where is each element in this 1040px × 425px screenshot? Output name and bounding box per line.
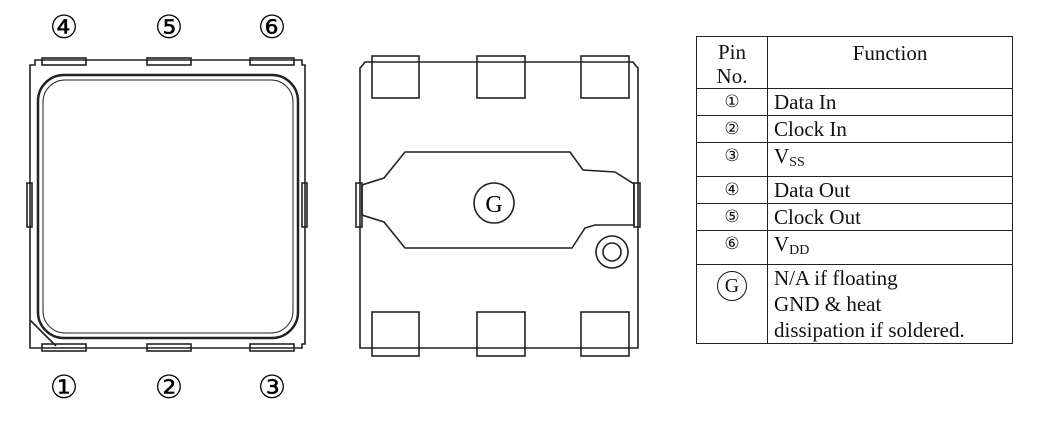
pad-top-4: [371, 55, 420, 99]
pin-cell: ①: [696, 88, 768, 116]
pad-bottom-3: [580, 311, 630, 357]
pin-label-5: ⑤: [155, 8, 184, 46]
ground-pad-label: G: [485, 192, 502, 218]
pin-label-3: ③: [258, 368, 287, 406]
pin-cell: ④: [696, 176, 768, 204]
top-pin-5: [146, 57, 192, 66]
top-view-package: [26, 57, 308, 352]
table-row-ground: G N/A if floating GND & heat dissipation…: [696, 264, 1013, 344]
side-tab-left: [355, 182, 363, 228]
pin-label-1: ①: [50, 368, 79, 406]
ground-symbol: G: [717, 271, 747, 301]
pin-cell: ⑥: [696, 230, 768, 265]
pad-top-5: [476, 55, 526, 99]
table-row: ② Clock In: [696, 115, 1013, 143]
orientation-mark-inner: [602, 242, 622, 262]
pin-cell: G: [696, 264, 768, 344]
table-row: ⑤ Clock Out: [696, 203, 1013, 231]
table-row: ④ Data Out: [696, 176, 1013, 204]
pad-top-6: [580, 55, 630, 99]
header-pin-no: Pin No.: [696, 36, 768, 89]
function-cell: VSS: [767, 142, 1013, 177]
function-cell: Data In: [767, 88, 1013, 116]
function-cell: Data Out: [767, 176, 1013, 204]
table-row: ③ VSS: [696, 142, 1013, 177]
function-cell: VDD: [767, 230, 1013, 265]
pin-label-4: ④: [50, 8, 79, 46]
function-cell: N/A if floating GND & heat dissipation i…: [767, 264, 1013, 344]
lens-outer: [36, 73, 300, 340]
bottom-view-package: [355, 55, 641, 357]
thermal-pad: [361, 151, 635, 249]
package-body: [29, 59, 306, 349]
pin-cell: ③: [696, 142, 768, 177]
pad-bottom-2: [476, 311, 526, 357]
table-row: ⑥ VDD: [696, 230, 1013, 265]
ground-pad-circle: [473, 182, 515, 224]
top-pin-6: [249, 57, 295, 66]
top-pin-4: [41, 57, 87, 66]
lens-inner: [42, 79, 294, 334]
orientation-mark-outer: [595, 235, 629, 269]
pad-bottom-1: [371, 311, 420, 357]
pin1-chamfer: [29, 319, 57, 347]
table-row: ① Data In: [696, 88, 1013, 116]
pin-function-table: Pin No. Function ① Data In ② Clock In ③ …: [696, 36, 1013, 344]
pin-cell: ②: [696, 115, 768, 143]
pin-cell: ⑤: [696, 203, 768, 231]
side-tab-right: [633, 182, 641, 228]
package-body-bottom: [359, 61, 639, 349]
function-cell: Clock In: [767, 115, 1013, 143]
table-header-row: Pin No. Function: [696, 36, 1013, 89]
function-cell: Clock Out: [767, 203, 1013, 231]
pin-label-2: ②: [155, 368, 184, 406]
pin-label-6: ⑥: [258, 8, 287, 46]
header-function: Function: [767, 36, 1013, 89]
